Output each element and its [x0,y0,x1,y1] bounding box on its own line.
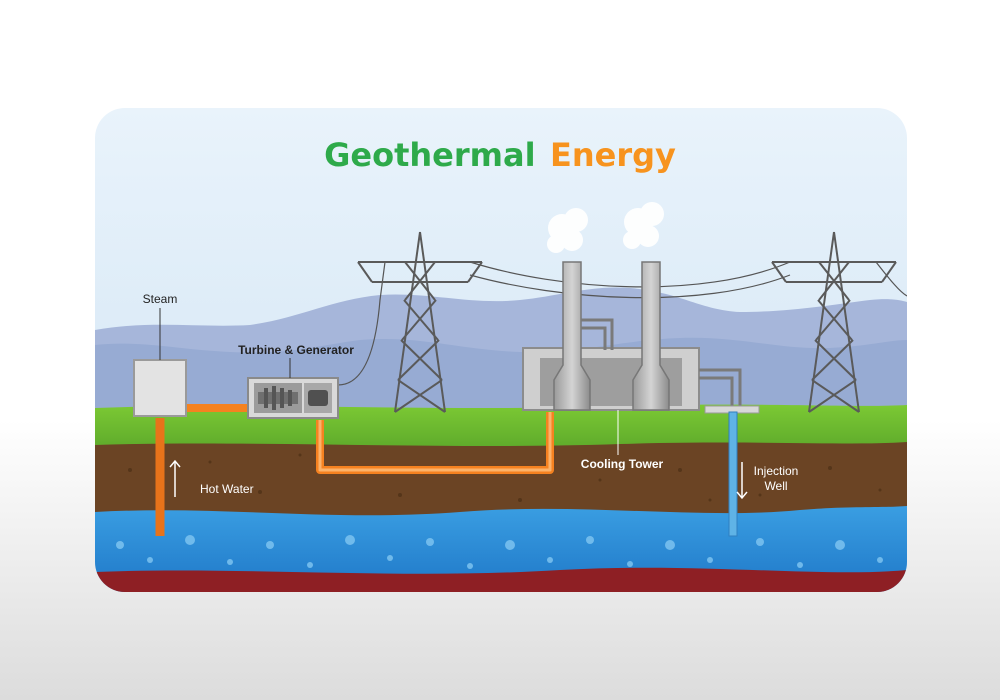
cooling-tower [522,261,742,412]
injection-well-pipe [728,411,738,537]
title-part1: Geothermal [324,136,535,174]
bedrock [95,567,907,592]
transmission-tower-left [357,231,483,413]
generator-icon [308,390,328,406]
label-turbine-generator: Turbine & Generator [238,343,354,357]
steam-separator [133,359,187,417]
soil [95,442,907,520]
power-lines [337,261,907,386]
turbine-icon [258,386,298,410]
steam-cloud-icon [547,202,664,253]
label-hot-water: Hot Water [200,482,254,496]
label-well: Well [764,479,787,493]
soil-speckles [128,453,882,502]
title-part2: Energy [550,136,676,174]
label-steam: Steam [143,292,178,306]
page-title: Geothermal Energy [324,136,676,174]
label-injection: Injection [754,464,799,478]
up-arrow-icon [169,459,181,497]
turbine-generator [247,377,339,419]
scene [95,108,907,592]
transmission-tower-right [771,231,897,413]
label-cooling-tower: Cooling Tower [581,457,664,471]
down-arrow-icon [736,462,748,500]
